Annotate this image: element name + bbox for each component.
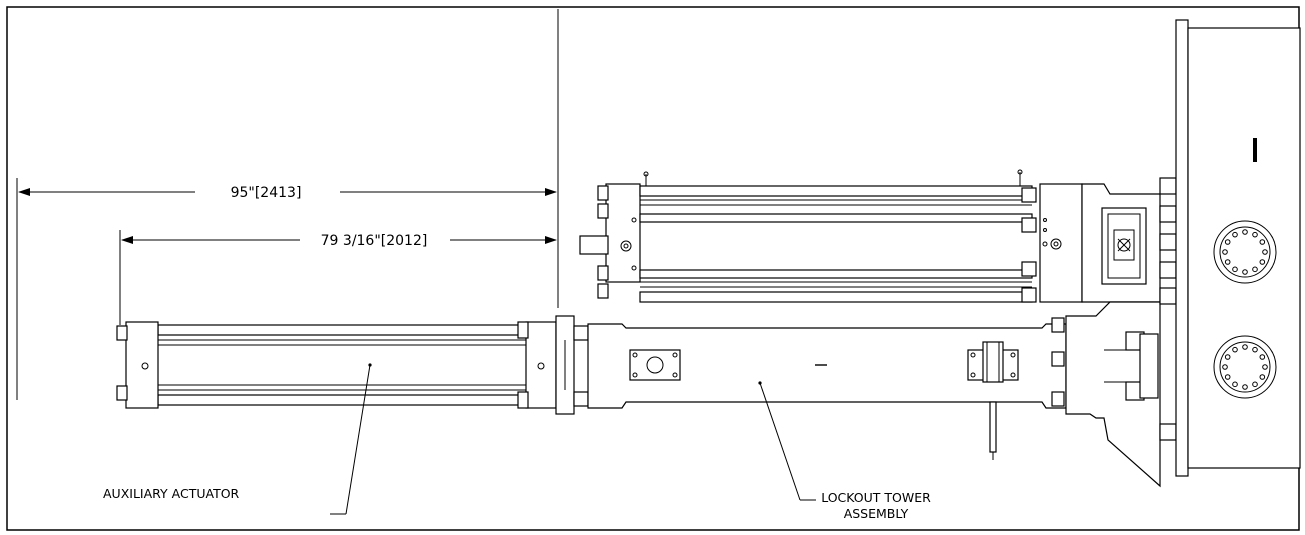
label-lockout-line1: LOCKOUT TOWER: [821, 490, 931, 505]
bolt-hole: [1252, 231, 1258, 238]
bolt-hole: [1242, 269, 1248, 275]
leader-auxiliary: [330, 363, 372, 515]
dimension-overall: 95"[2413]: [18, 185, 557, 201]
auxiliary-actuator: [116, 315, 589, 415]
bolt-hole: [1232, 346, 1238, 353]
bolt-hole: [1232, 266, 1238, 273]
bolt-hole: [1224, 354, 1231, 360]
extension-lines: [16, 9, 559, 400]
bolt-hole: [1252, 381, 1258, 388]
bolt-hole: [1252, 266, 1258, 273]
bolt-hole: [1259, 374, 1266, 380]
bolt-hole: [1262, 364, 1268, 370]
bolt-hole: [1259, 259, 1266, 265]
bolt-hole: [1232, 381, 1238, 388]
bolt-hole: [1259, 354, 1266, 360]
dimension-auxiliary-text: 79 3/16"[2012]: [321, 233, 428, 249]
plate-mark: [1253, 138, 1257, 162]
lockout-tower-body: [587, 323, 1067, 460]
leader-lockout: [758, 381, 816, 501]
bolt-hole: [1242, 384, 1248, 390]
bolt-hole: [1222, 249, 1228, 255]
bolt-hole: [1224, 239, 1231, 245]
bolt-hole: [1242, 344, 1248, 350]
dimension-overall-text: 95"[2413]: [231, 185, 302, 201]
dimension-auxiliary: 79 3/16"[2012]: [121, 233, 557, 249]
bolt-hole: [1224, 374, 1231, 380]
bolt-hole: [1232, 231, 1238, 238]
bolt-hole: [1259, 239, 1266, 245]
bolt-hole: [1252, 346, 1258, 353]
label-auxiliary-actuator: AUXILIARY ACTUATOR: [103, 486, 240, 501]
label-lockout-line2: ASSEMBLY: [844, 506, 909, 521]
main-actuator: [579, 169, 1161, 303]
bolt-hole: [1262, 249, 1268, 255]
bolt-hole: [1224, 259, 1231, 265]
valve-body: [1051, 19, 1301, 488]
bolt-hole: [1222, 364, 1228, 370]
bolt-hole: [1242, 229, 1248, 235]
flange-bolt-holes: [1222, 229, 1268, 390]
